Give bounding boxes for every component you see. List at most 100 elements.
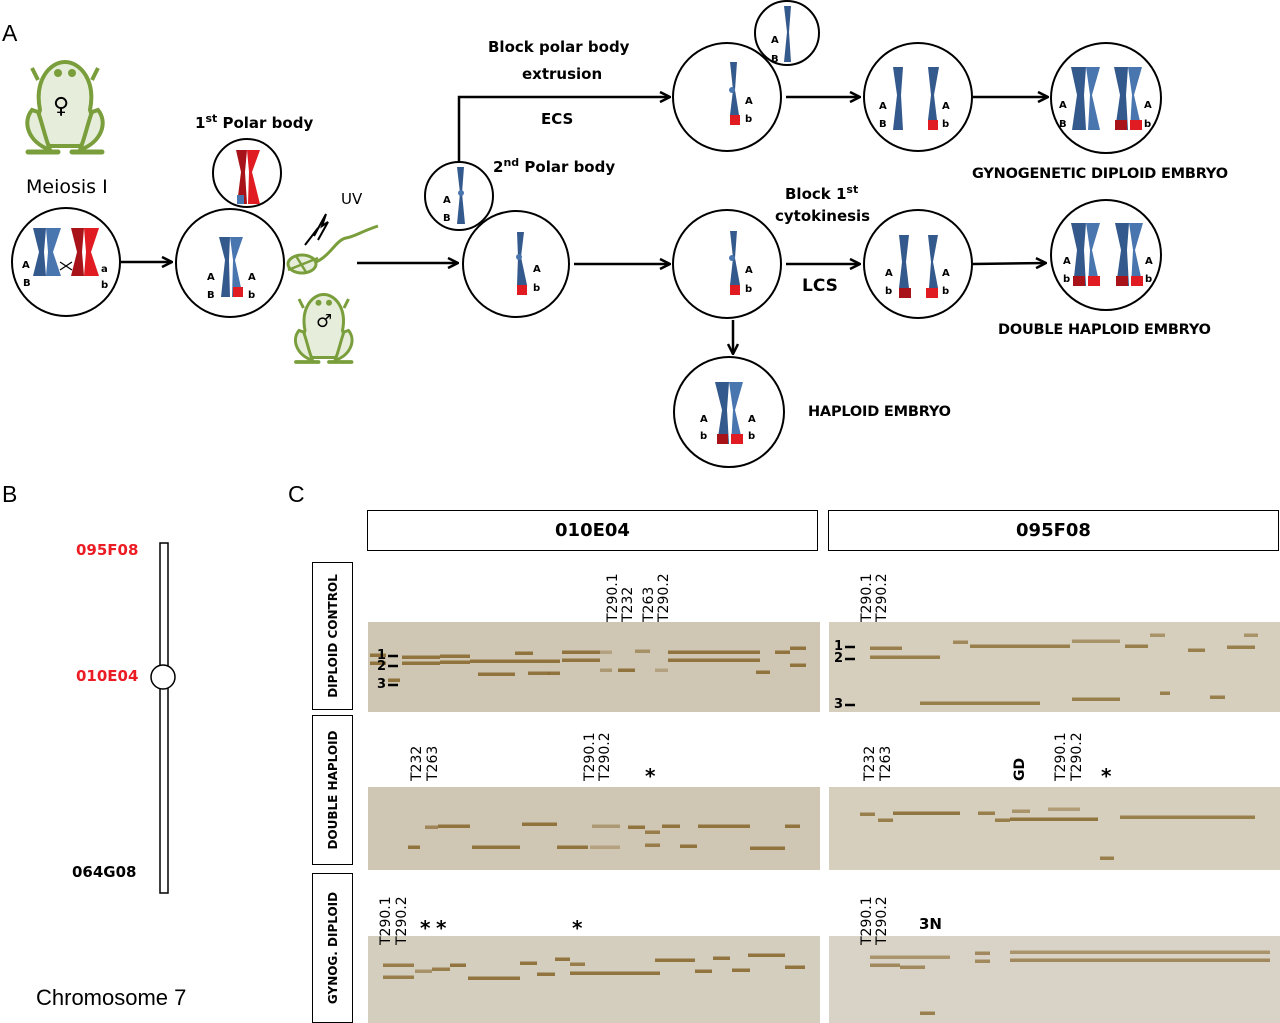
gel-band xyxy=(600,650,612,654)
gel-band xyxy=(900,965,925,969)
gel-band xyxy=(370,661,386,665)
allele-label: b xyxy=(700,431,708,442)
gel-dh-010E04 xyxy=(368,787,820,870)
allele-label: b xyxy=(748,431,756,442)
gel-band xyxy=(720,658,760,662)
gel-band xyxy=(732,968,750,972)
gel-band xyxy=(748,953,785,957)
gel-band xyxy=(562,658,600,662)
gel-band xyxy=(870,955,950,959)
first-polar-body-cell xyxy=(212,138,282,208)
gel-band xyxy=(472,845,520,849)
gel-band xyxy=(402,655,440,659)
gel-band xyxy=(680,844,697,848)
gel-band xyxy=(1100,856,1114,860)
gel-band xyxy=(662,824,680,828)
first-polar-body-num: 1 xyxy=(195,114,206,132)
gel-band xyxy=(370,653,386,657)
gel-band xyxy=(1040,644,1070,648)
gel-band xyxy=(1244,633,1258,637)
gel-band xyxy=(562,650,600,654)
band-label-3: 3 xyxy=(377,677,387,692)
gel-band xyxy=(470,659,500,663)
uv-lightning-icon xyxy=(304,213,329,246)
gynogenetic-chromatids xyxy=(893,67,939,130)
allele-label: A xyxy=(748,414,756,425)
gel-band xyxy=(655,668,668,672)
gel-band xyxy=(590,845,620,849)
second-polar-body-sup: nd xyxy=(503,156,520,169)
gynogenetic-diploid-embryo-label: GYNOGENETIC DIPLOID EMBRYO xyxy=(972,166,1228,182)
female-frog-icon xyxy=(25,59,105,155)
lane-label-gd: GD xyxy=(1012,757,1028,781)
allele-label: B xyxy=(771,54,779,65)
asterisk-marker: * xyxy=(436,916,447,940)
egg-after-second-meiosis xyxy=(462,210,570,318)
column-header-095F08: 095F08 xyxy=(828,510,1279,551)
allele-label: b xyxy=(1063,274,1071,285)
gel-band xyxy=(1150,633,1165,637)
block-cytokinesis-label-line2: cytokinesis xyxy=(775,207,871,225)
chromosome-arm xyxy=(159,542,169,894)
gel-band xyxy=(668,650,720,654)
gel-band xyxy=(645,843,660,847)
gel-band xyxy=(695,969,712,973)
gel-band xyxy=(870,963,900,967)
gel-band xyxy=(600,668,612,672)
second-polar-body-text: Polar body xyxy=(524,158,616,176)
gel-band xyxy=(790,646,806,650)
gel-dh-095F08 xyxy=(829,787,1280,870)
block-cytokinesis-sup: st xyxy=(846,183,859,196)
allele-label: A xyxy=(1145,256,1153,267)
gel-band xyxy=(522,822,557,826)
lane-label: T290.1 xyxy=(1053,732,1069,781)
gel-band xyxy=(1072,639,1120,643)
allele-label: B xyxy=(443,213,451,224)
gel-band xyxy=(450,963,466,967)
allele-label: A xyxy=(885,268,893,279)
gel-band xyxy=(570,962,585,966)
allele-label: b xyxy=(745,114,753,125)
column-header-010E04: 010E04 xyxy=(367,510,818,551)
gel-band xyxy=(860,812,875,816)
panel-a-letter: A xyxy=(2,20,18,46)
gel-band xyxy=(870,646,902,650)
column-header-text: 010E04 xyxy=(555,520,630,541)
gel-band xyxy=(668,658,720,662)
uv-label: UV xyxy=(341,190,363,208)
gel-band xyxy=(618,668,635,672)
lane-label: T263 xyxy=(878,745,894,781)
gel-band xyxy=(383,963,414,967)
gel-band xyxy=(592,824,620,828)
marker-064G08: 064G08 xyxy=(72,863,137,881)
oocyte-after-meiosis-i xyxy=(175,208,285,318)
lane-label: T290.1 xyxy=(605,573,621,622)
gel-band xyxy=(970,644,1040,648)
gel-band xyxy=(1010,817,1098,821)
allele-label: A xyxy=(700,414,708,425)
band-label-1: 1 xyxy=(834,639,844,654)
gel-band xyxy=(440,660,470,664)
first-polar-body-sup: st xyxy=(205,112,218,125)
marker-095F08: 095F08 xyxy=(76,541,139,559)
gel-band xyxy=(520,961,537,965)
lcs-duplicated-chromatids xyxy=(899,235,938,298)
gel-band xyxy=(870,655,902,659)
allele-label: A xyxy=(879,101,887,112)
first-polar-body-label: 1st Polar body xyxy=(195,112,313,132)
asterisk-marker: * xyxy=(572,916,583,940)
lane-label: T290.2 xyxy=(394,896,410,945)
allele-label: A xyxy=(22,260,30,271)
block-cytokinesis-label-line1: Block 1st xyxy=(785,183,858,203)
lane-label: T290.1 xyxy=(859,573,875,622)
lane-label: T290.2 xyxy=(597,732,613,781)
panel-a-diagram xyxy=(11,0,1162,468)
gel-band xyxy=(1125,644,1148,648)
single-chromatid xyxy=(516,232,527,295)
meiosis-i-label: Meiosis I xyxy=(26,176,108,198)
male-symbol: ♂ xyxy=(316,311,333,332)
allele-label: A xyxy=(207,272,215,283)
lane-label: T263 xyxy=(425,745,441,781)
gel-band xyxy=(713,956,730,960)
